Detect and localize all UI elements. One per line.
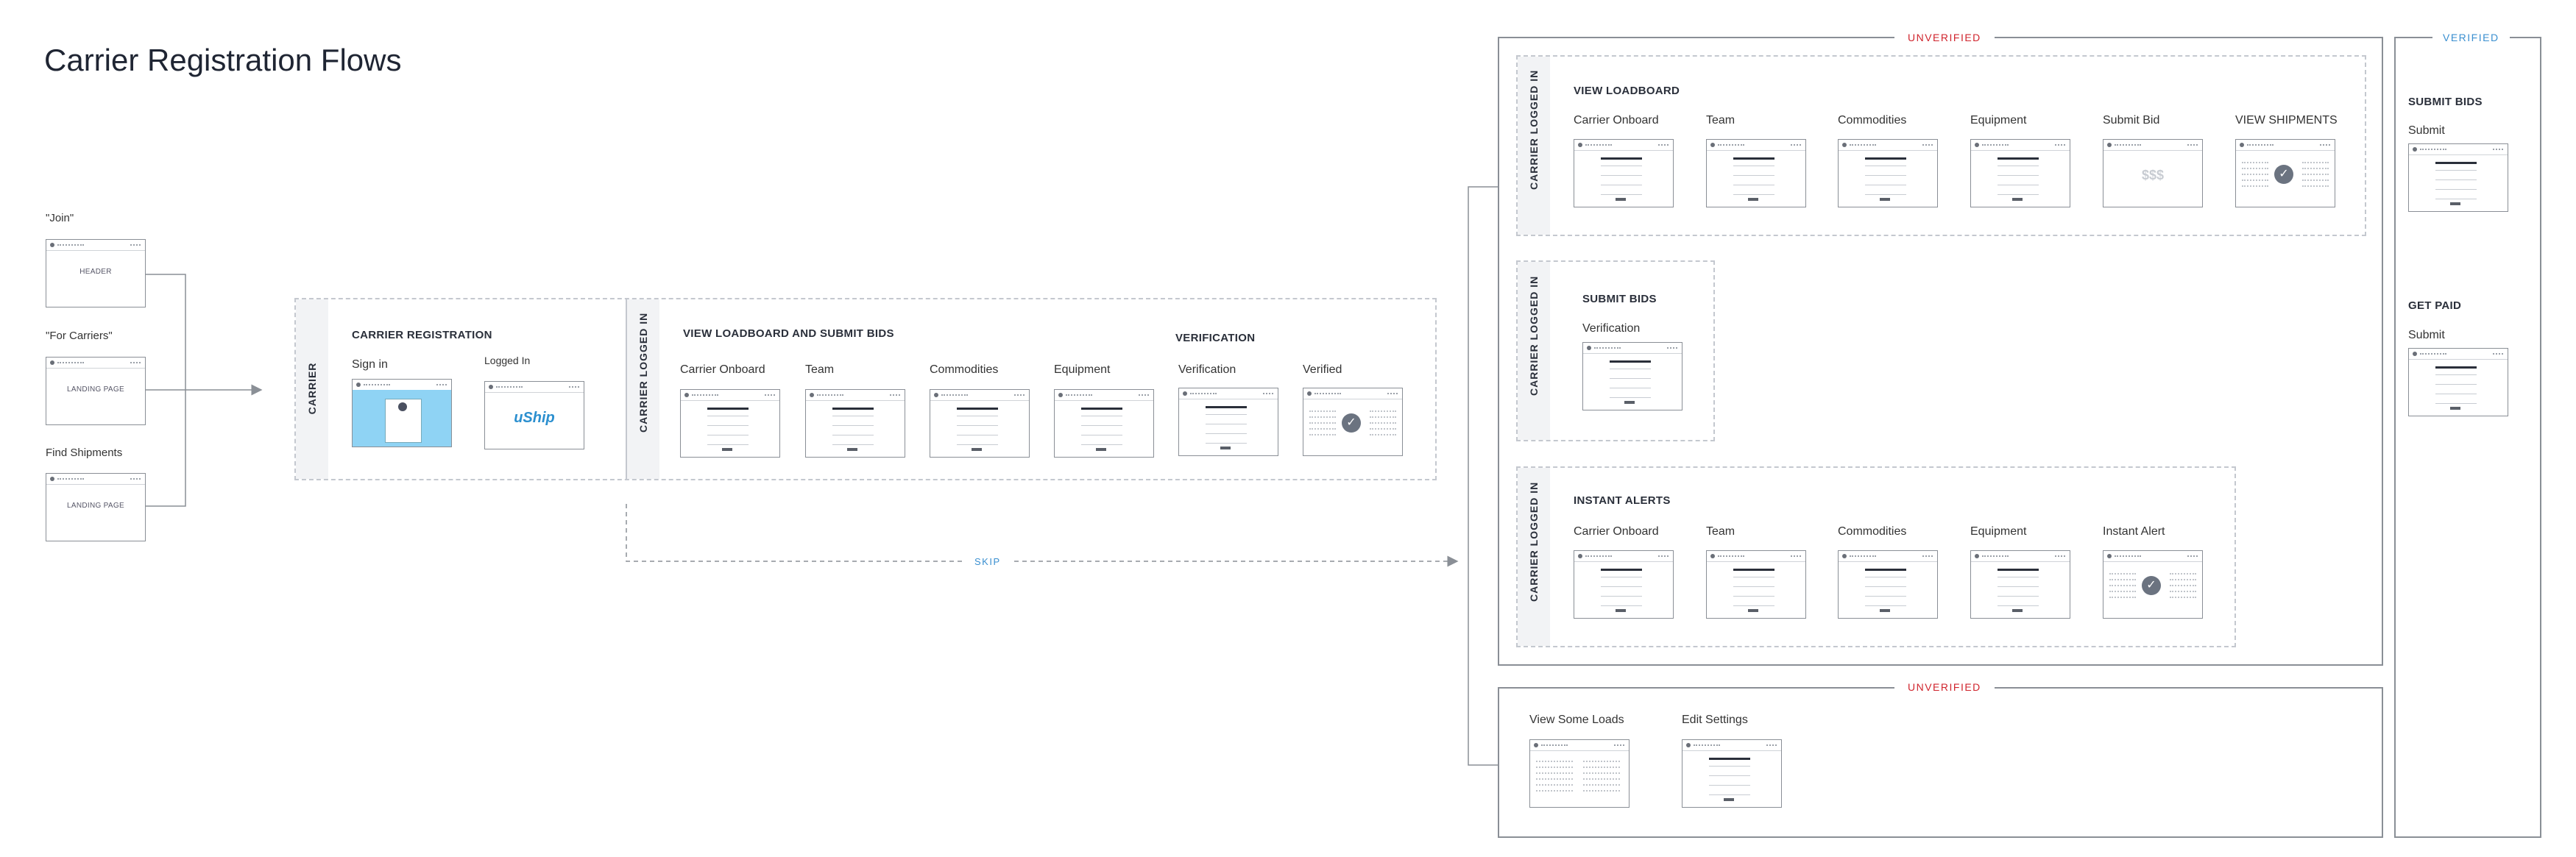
carrier-band bbox=[296, 299, 328, 479]
carrier-logged-in-label: CARRIER LOGGED IN bbox=[1528, 481, 1540, 602]
screen-text: LANDING PAGE bbox=[67, 502, 124, 510]
screen-label: Equipment bbox=[1054, 363, 1111, 376]
screen-label: Submit bbox=[2408, 124, 2445, 137]
check-icon: ✓ bbox=[1342, 413, 1361, 433]
team-screen[interactable] bbox=[805, 389, 905, 458]
commodities-screen[interactable] bbox=[1838, 550, 1938, 619]
loadboard-bids-title: VIEW LOADBOARD AND SUBMIT BIDS bbox=[683, 327, 894, 340]
submit-bids-title: SUBMIT BIDS bbox=[1582, 293, 1657, 305]
carrier-logged-in-band bbox=[1518, 262, 1550, 440]
team-screen[interactable] bbox=[1706, 550, 1806, 619]
screen-label: Team bbox=[1706, 114, 1735, 127]
carrier-band-label: CARRIER bbox=[306, 362, 318, 415]
submit-bid-screen[interactable]: $$$ bbox=[2103, 139, 2203, 207]
instant-alerts-group bbox=[1516, 466, 2236, 647]
get-paid-title: GET PAID bbox=[2408, 299, 2462, 312]
carrier-onboard-screen[interactable] bbox=[1574, 139, 1674, 207]
screen-label: Verification bbox=[1582, 322, 1641, 335]
check-icon: ✓ bbox=[2142, 576, 2161, 595]
screen-text: HEADER bbox=[79, 268, 112, 276]
skip-connector bbox=[626, 504, 1459, 567]
verified-submit-screen[interactable] bbox=[2408, 143, 2508, 212]
screen-label: Logged In bbox=[484, 355, 531, 366]
check-icon: ✓ bbox=[2274, 165, 2293, 184]
team-screen[interactable] bbox=[1706, 139, 1806, 207]
screen-label: Sign in bbox=[352, 358, 388, 371]
screen-label: Verified bbox=[1303, 363, 1342, 376]
edit-settings-screen[interactable] bbox=[1682, 739, 1782, 808]
carrier-logged-in-band bbox=[627, 299, 659, 479]
screen-label: VIEW SHIPMENTS bbox=[2235, 114, 2338, 127]
get-paid-submit-screen[interactable] bbox=[2408, 348, 2508, 416]
entry-connector bbox=[146, 274, 261, 507]
carrier-onboard-screen[interactable] bbox=[1574, 550, 1674, 619]
screen-label: View Some Loads bbox=[1529, 714, 1624, 726]
screen-label: Carrier Onboard bbox=[1574, 525, 1659, 538]
view-loadboard-title: VIEW LOADBOARD bbox=[1574, 85, 1680, 97]
entry-screen-for-carriers[interactable]: LANDING PAGE bbox=[46, 357, 146, 425]
screen-label: Instant Alert bbox=[2103, 525, 2165, 538]
equipment-screen[interactable] bbox=[1970, 550, 2070, 619]
entry-label-find-shipments: Find Shipments bbox=[46, 447, 123, 459]
carrier-logged-in-label: CARRIER LOGGED IN bbox=[1528, 275, 1540, 396]
carrier-logged-in-band bbox=[1518, 57, 1550, 235]
registration-flow-container bbox=[294, 298, 1437, 480]
screen-text: LANDING PAGE bbox=[67, 385, 124, 394]
dollar-text: $$$ bbox=[2141, 168, 2165, 182]
verification-screen[interactable] bbox=[1178, 388, 1278, 456]
verification-title: VERIFICATION bbox=[1175, 332, 1256, 344]
screen-label: Carrier Onboard bbox=[680, 363, 765, 376]
skip-label: SKIP bbox=[964, 556, 1011, 567]
screen-label: Submit bbox=[2408, 329, 2445, 341]
divider bbox=[626, 299, 627, 479]
commodities-screen[interactable] bbox=[930, 389, 1030, 458]
carrier-onboard-screen[interactable] bbox=[680, 389, 780, 458]
logged-in-screen[interactable]: uShip bbox=[484, 381, 584, 449]
uship-logo: uShip bbox=[514, 410, 555, 426]
carrier-logged-in-band bbox=[1518, 468, 1550, 646]
commodities-screen[interactable] bbox=[1838, 139, 1938, 207]
unverified-label: UNVERIFIED bbox=[1894, 32, 1995, 43]
instant-alerts-title: INSTANT ALERTS bbox=[1574, 494, 1671, 507]
view-shipments-screen[interactable]: ✓ bbox=[2235, 139, 2335, 207]
carrier-logged-in-label: CARRIER LOGGED IN bbox=[637, 312, 649, 433]
unverified-bottom-container bbox=[1498, 687, 2383, 838]
screen-label: Equipment bbox=[1970, 114, 2027, 127]
screen-label: Edit Settings bbox=[1682, 714, 1748, 726]
entry-screen-join[interactable]: HEADER bbox=[46, 239, 146, 307]
screen-label: Commodities bbox=[930, 363, 999, 376]
screen-label: Team bbox=[1706, 525, 1735, 538]
unverified-connector bbox=[1468, 186, 1498, 766]
screen-label: Commodities bbox=[1838, 525, 1907, 538]
page-title: Carrier Registration Flows bbox=[44, 43, 402, 77]
screen-label: Submit Bid bbox=[2103, 114, 2160, 127]
equipment-screen[interactable] bbox=[1054, 389, 1154, 458]
unverified-label: UNVERIFIED bbox=[1894, 681, 1995, 693]
carrier-logged-in-label: CARRIER LOGGED IN bbox=[1528, 69, 1540, 190]
view-loadboard-group bbox=[1516, 55, 2366, 236]
screen-label: Equipment bbox=[1970, 525, 2027, 538]
verified-label: VERIFIED bbox=[2432, 32, 2510, 43]
screen-label: Team bbox=[805, 363, 835, 376]
verification-screen[interactable] bbox=[1582, 342, 1682, 410]
instant-alert-screen[interactable]: ✓ bbox=[2103, 550, 2203, 619]
equipment-screen[interactable] bbox=[1970, 139, 2070, 207]
sign-in-screen[interactable] bbox=[352, 379, 452, 447]
entry-label-for-carriers: "For Carriers" bbox=[46, 330, 113, 342]
submit-bids-group bbox=[1516, 260, 1715, 441]
entry-label-join: "Join" bbox=[46, 212, 74, 224]
screen-label: Commodities bbox=[1838, 114, 1907, 127]
screen-label: Verification bbox=[1178, 363, 1236, 376]
verified-submit-bids-title: SUBMIT BIDS bbox=[2408, 96, 2483, 108]
view-some-loads-screen[interactable] bbox=[1529, 739, 1630, 808]
entry-screen-find-shipments[interactable]: LANDING PAGE bbox=[46, 473, 146, 541]
screen-label: Carrier Onboard bbox=[1574, 114, 1659, 127]
verified-screen[interactable]: ✓ bbox=[1303, 388, 1403, 456]
carrier-registration-title: CARRIER REGISTRATION bbox=[352, 329, 492, 341]
